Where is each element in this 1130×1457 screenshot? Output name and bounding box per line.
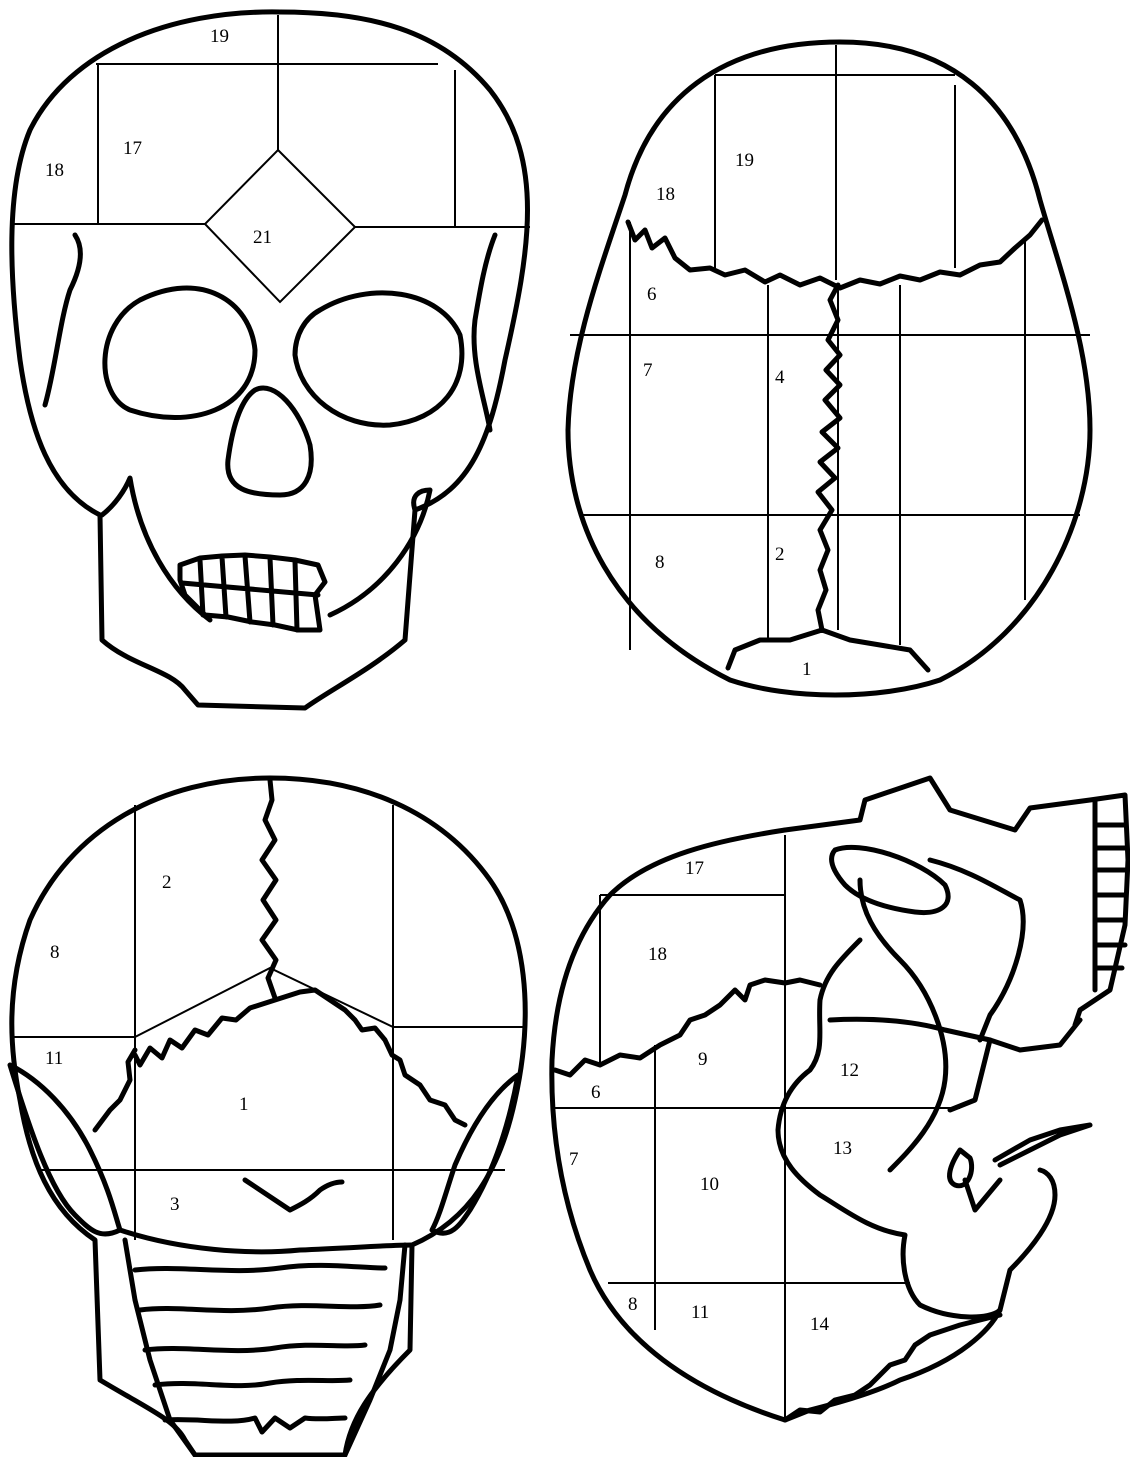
front-cheek-right xyxy=(474,235,495,430)
top-sagittal-suture xyxy=(818,285,840,630)
side-label-12: 12 xyxy=(840,1060,859,1081)
side-styloid xyxy=(995,1125,1090,1165)
side-label-7: 7 xyxy=(569,1149,579,1170)
back-right-cheek xyxy=(432,1075,518,1233)
side-ear xyxy=(950,1150,1000,1210)
back-label-1: 1 xyxy=(239,1094,249,1115)
front-label-18: 18 xyxy=(45,160,64,181)
side-skull-outline xyxy=(552,830,1055,1420)
top-label-6: 6 xyxy=(647,284,657,305)
top-label-4: 4 xyxy=(775,367,785,388)
front-view: 19 17 18 21 xyxy=(12,12,530,708)
side-upper-bone xyxy=(785,778,1128,1110)
back-skull-outline xyxy=(12,778,525,1455)
side-label-18: 18 xyxy=(648,944,667,965)
top-label-1: 1 xyxy=(802,659,812,680)
front-label-21: 21 xyxy=(253,227,272,248)
top-label-8: 8 xyxy=(655,552,665,573)
side-orbit xyxy=(832,847,949,912)
side-jaw-curve xyxy=(778,940,1000,1317)
side-label-8: 8 xyxy=(628,1294,638,1315)
back-lambdoid-suture xyxy=(135,990,465,1125)
side-suture xyxy=(555,980,820,1075)
back-foramen-mark xyxy=(245,1180,342,1210)
side-label-11: 11 xyxy=(691,1302,709,1323)
front-cheek-left xyxy=(45,235,80,405)
front-teeth xyxy=(180,555,325,630)
top-occipital xyxy=(728,630,928,670)
back-base-line xyxy=(120,1230,412,1252)
side-vertebrae xyxy=(1095,800,1125,990)
back-label-2: 2 xyxy=(162,872,172,893)
top-label-2: 2 xyxy=(775,544,785,565)
side-label-13: 13 xyxy=(833,1138,852,1159)
top-label-18: 18 xyxy=(656,184,675,205)
side-label-14: 14 xyxy=(810,1314,830,1335)
back-left-cheek xyxy=(10,1065,120,1234)
side-view: 17 18 9 6 12 7 10 13 8 11 14 xyxy=(552,778,1128,1420)
front-jaw-left xyxy=(102,478,210,620)
side-label-6: 6 xyxy=(591,1082,601,1103)
top-view: 19 18 6 7 4 8 2 1 xyxy=(568,42,1090,695)
back-sagittal-suture xyxy=(262,780,276,998)
back-vertebrae xyxy=(135,1265,385,1432)
side-label-17: 17 xyxy=(685,858,704,879)
back-left-suture-down xyxy=(95,1050,135,1130)
front-eye-left xyxy=(105,288,255,417)
top-label-7: 7 xyxy=(643,360,653,381)
top-label-19: 19 xyxy=(735,150,754,171)
side-label-9: 9 xyxy=(698,1049,708,1070)
front-label-17: 17 xyxy=(123,138,142,159)
front-nose xyxy=(228,388,311,495)
back-view: 2 8 11 1 3 xyxy=(10,778,525,1455)
back-label-3: 3 xyxy=(170,1194,180,1215)
front-eye-right xyxy=(295,293,462,425)
side-label-10: 10 xyxy=(700,1174,719,1195)
front-label-19: 19 xyxy=(210,26,229,47)
side-grid xyxy=(555,835,960,1420)
back-label-11: 11 xyxy=(45,1048,63,1069)
front-jaw-right xyxy=(330,490,430,615)
back-label-8: 8 xyxy=(50,942,60,963)
